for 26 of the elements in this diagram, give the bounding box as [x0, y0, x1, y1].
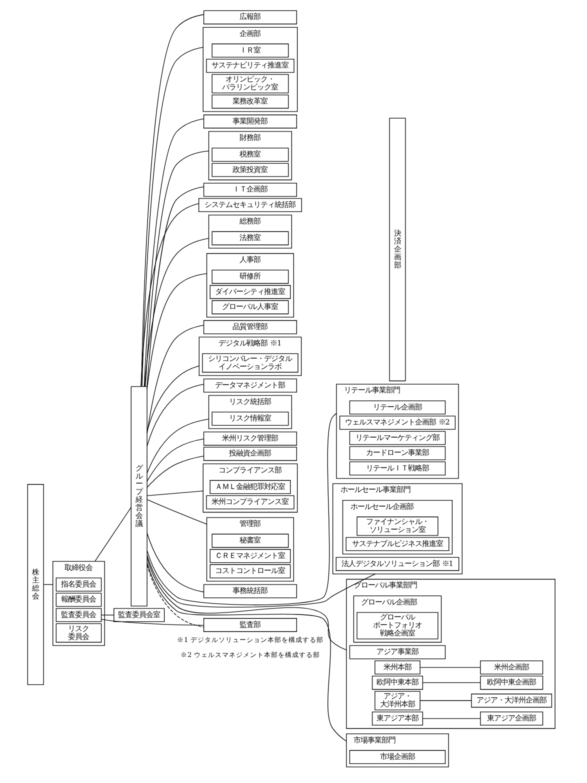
connector — [143, 118, 204, 387]
connector — [100, 619, 204, 626]
connector — [146, 456, 204, 488]
connector — [146, 558, 346, 650]
connector — [42, 584, 53, 585]
connector — [146, 499, 207, 525]
connector — [140, 203, 199, 387]
connector — [100, 614, 114, 616]
connector — [146, 384, 204, 446]
connector — [146, 366, 199, 432]
connector — [422, 718, 480, 719]
connector — [144, 238, 209, 387]
connector — [94, 506, 131, 562]
connector — [146, 324, 204, 434]
connector — [146, 273, 207, 390]
connector — [146, 418, 209, 474]
connector — [419, 700, 472, 701]
connector — [146, 438, 204, 482]
connector — [146, 490, 203, 496]
connector — [144, 150, 209, 387]
connector — [422, 682, 480, 684]
connector — [146, 186, 204, 387]
connector — [146, 564, 204, 628]
connector — [146, 554, 376, 608]
connector — [146, 532, 204, 592]
connector — [419, 667, 480, 668]
